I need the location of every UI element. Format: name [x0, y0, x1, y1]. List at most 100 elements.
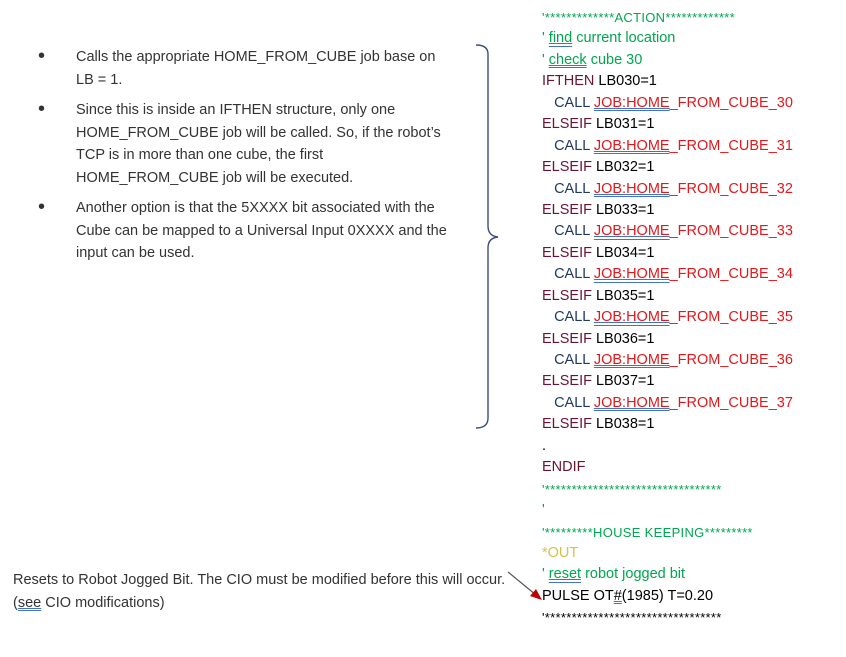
separator-line: '*********************************: [542, 481, 722, 497]
elseif-keyword: ELSEIF: [542, 330, 592, 347]
comment-word: find: [548, 30, 573, 47]
tick-line: ': [542, 502, 545, 519]
job-suffix: _FROM_CUBE_30: [669, 94, 793, 111]
call-line: CALL JOB:HOME_FROM_CUBE_32: [542, 179, 842, 200]
elseif-keyword: ELSEIF: [542, 287, 592, 304]
call-line: CALL JOB:HOME_FROM_CUBE_37: [542, 393, 842, 414]
job-name: JOB:HOME: [593, 266, 670, 283]
elseif-line: ELSEIF LB038=1: [542, 414, 842, 435]
condition: LB037=1: [591, 373, 655, 390]
note-text-before: Resets to Robot Jogged Bit. The CIO must…: [13, 572, 506, 611]
condition: LB030=1: [594, 73, 657, 90]
comment-word: check: [548, 51, 587, 68]
bullet-icon: •: [38, 45, 46, 67]
elseif-line: ELSEIF LB036=1: [542, 329, 842, 350]
out-label: *OUT: [542, 544, 579, 561]
comment-line: ' find current location: [542, 28, 842, 49]
job-suffix: _FROM_CUBE_35: [669, 309, 793, 326]
comment-rest: current location: [572, 30, 676, 47]
call-keyword: CALL: [542, 352, 594, 368]
condition: LB034=1: [591, 244, 655, 261]
condition: LB036=1: [591, 330, 655, 347]
call-keyword: CALL: [542, 309, 594, 326]
elseif-keyword: ELSEIF: [542, 244, 592, 261]
end-separator: '*********************************: [542, 610, 722, 626]
code-listing: '*************ACTION************* ' find…: [542, 7, 842, 629]
see-link[interactable]: see: [17, 594, 42, 611]
condition: LB035=1: [591, 287, 655, 304]
bullet-text: Calls the appropriate HOME_FROM_CUBE job…: [76, 49, 436, 88]
pulse-args: (1985) T=0.20: [621, 587, 714, 604]
comment-word: reset: [548, 566, 582, 583]
call-line: CALL JOB:HOME_FROM_CUBE_34: [542, 264, 842, 285]
condition: LB032=1: [591, 159, 655, 176]
bullet-text: Another option is that the 5XXXX bit ass…: [76, 200, 447, 261]
comment-line: ' reset robot jogged bit: [542, 564, 842, 585]
ellipsis-line: .: [542, 437, 547, 454]
job-suffix: _FROM_CUBE_31: [669, 137, 793, 154]
elseif-line: ELSEIF LB033=1: [542, 200, 842, 221]
call-keyword: CALL: [542, 394, 594, 411]
elseif-keyword: ELSEIF: [542, 416, 592, 433]
ifthen-line: IFTHEN LB030=1: [542, 71, 842, 92]
action-header: '*************ACTION*************: [542, 10, 736, 25]
job-name: JOB:HOME: [593, 394, 670, 411]
comment-line: ' check cube 30: [542, 50, 842, 71]
job-name: JOB:HOME: [593, 352, 670, 368]
list-item: • Calls the appropriate HOME_FROM_CUBE j…: [36, 45, 456, 91]
call-keyword: CALL: [542, 94, 594, 111]
job-name: JOB:HOME: [593, 223, 670, 240]
condition: LB038=1: [591, 416, 655, 433]
job-suffix: _FROM_CUBE_37: [669, 394, 793, 411]
elseif-line: ELSEIF LB035=1: [542, 286, 842, 307]
comment-rest: cube 30: [586, 51, 643, 68]
call-line: CALL JOB:HOME_FROM_CUBE_36: [542, 350, 842, 371]
condition: LB031=1: [591, 116, 655, 133]
endif-line: ENDIF: [542, 459, 586, 476]
pointer-arrow-icon: [507, 571, 542, 600]
call-keyword: CALL: [542, 180, 594, 197]
call-line: CALL JOB:HOME_FROM_CUBE_31: [542, 136, 842, 157]
call-keyword: CALL: [542, 223, 594, 240]
call-line: CALL JOB:HOME_FROM_CUBE_35: [542, 307, 842, 328]
elseif-line: ELSEIF LB031=1: [542, 114, 842, 135]
job-suffix: _FROM_CUBE_33: [669, 223, 793, 240]
call-keyword: CALL: [542, 266, 594, 283]
comment-tick: ': [542, 30, 549, 47]
elseif-keyword: ELSEIF: [542, 116, 592, 133]
note-text-after: CIO modifications): [41, 594, 165, 611]
bullet-text: Since this is inside an IFTHEN structure…: [76, 102, 441, 186]
job-name: JOB:HOME: [593, 180, 670, 197]
job-suffix: _FROM_CUBE_34: [669, 266, 793, 283]
reset-note: Resets to Robot Jogged Bit. The CIO must…: [13, 569, 523, 614]
job-name: JOB:HOME: [593, 309, 670, 326]
elseif-keyword: ELSEIF: [542, 201, 592, 218]
comment-tick: ': [542, 566, 549, 583]
curly-brace-icon: [475, 44, 499, 429]
condition: LB033=1: [591, 201, 655, 218]
housekeeping-header: '*********HOUSE KEEPING*********: [542, 524, 753, 540]
comment-tick: ': [542, 51, 549, 68]
elseif-keyword: ELSEIF: [542, 373, 592, 390]
job-name: JOB:HOME: [593, 94, 670, 111]
call-line: CALL JOB:HOME_FROM_CUBE_30: [542, 93, 842, 114]
list-item: • Another option is that the 5XXXX bit a…: [36, 196, 456, 265]
job-name: JOB:HOME: [593, 137, 670, 154]
list-item: • Since this is inside an IFTHEN structu…: [36, 98, 456, 189]
bullet-icon: •: [38, 196, 46, 218]
call-line: CALL JOB:HOME_FROM_CUBE_33: [542, 221, 842, 242]
job-suffix: _FROM_CUBE_32: [669, 180, 793, 197]
pulse-command: PULSE OT: [542, 587, 614, 604]
pulse-hash: #: [613, 587, 622, 604]
elseif-line: ELSEIF LB034=1: [542, 243, 842, 264]
elseif-line: ELSEIF LB037=1: [542, 371, 842, 392]
bullet-icon: •: [38, 98, 46, 120]
comment-rest: robot jogged bit: [581, 566, 686, 583]
pulse-line: PULSE OT#(1985) T=0.20: [542, 586, 842, 607]
ifthen-keyword: IFTHEN: [542, 73, 595, 90]
elseif-line: ELSEIF LB032=1: [542, 157, 842, 178]
elseif-keyword: ELSEIF: [542, 159, 592, 176]
bullet-list: • Calls the appropriate HOME_FROM_CUBE j…: [36, 45, 456, 273]
call-keyword: CALL: [542, 137, 594, 154]
job-suffix: _FROM_CUBE_36: [669, 352, 793, 368]
